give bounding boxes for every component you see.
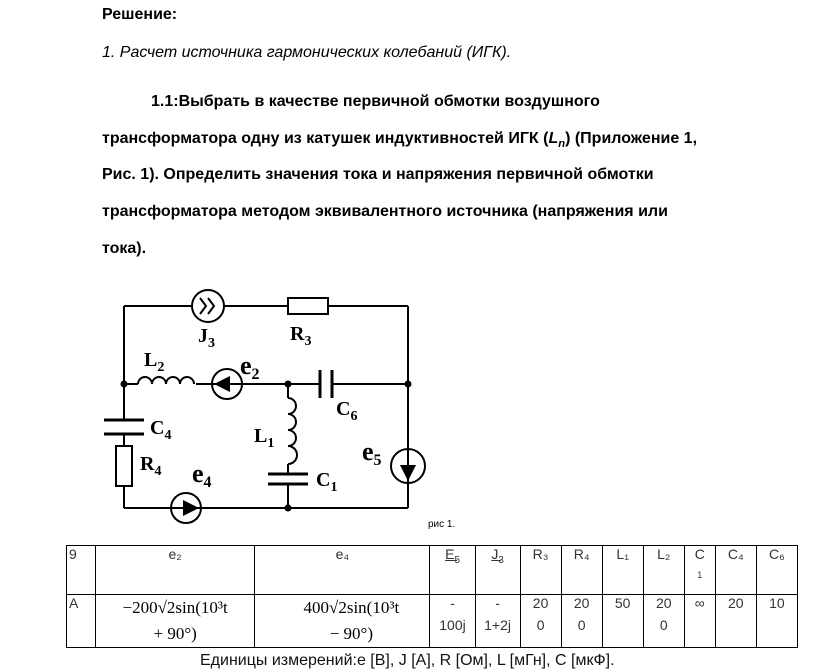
col-j3: J3 bbox=[474, 545, 521, 595]
label-c6: C6 bbox=[336, 398, 357, 424]
cell-e4: 400√2sin(10³t− 90°) bbox=[254, 594, 431, 648]
task-line-2a: трансформатора одну из катушек индуктивн… bbox=[102, 130, 549, 147]
col-l2: L₂ bbox=[642, 545, 685, 595]
col-num: 9 bbox=[65, 545, 97, 595]
resistor-r3 bbox=[287, 297, 329, 315]
col-e4: e₄ bbox=[254, 545, 431, 595]
label-l2: L2 bbox=[144, 349, 164, 375]
inductor-l2 bbox=[137, 376, 195, 385]
inductor-l1 bbox=[287, 397, 298, 465]
section-title: 1. Расчет источника гармонических колеба… bbox=[102, 44, 512, 61]
cell-l1: 50 bbox=[601, 594, 644, 648]
col-e5: E5 bbox=[429, 545, 476, 595]
col-l1: L₁ bbox=[601, 545, 644, 595]
cell-e5: -100j bbox=[429, 594, 476, 648]
voltage-source-e2 bbox=[211, 368, 243, 400]
label-e2: e2 bbox=[240, 351, 260, 383]
table-row: A −200√2sin(10³t+ 90°) 400√2sin(10³t− 90… bbox=[65, 594, 799, 648]
task-line-1: 1.1:Выбрать в качестве первичной обмотки… bbox=[151, 93, 600, 110]
units-note: Единицы измерений:e [В], J [А], R [Ом], … bbox=[200, 652, 615, 669]
label-c4: C4 bbox=[150, 417, 171, 443]
circuit-diagram: J3 R3 L2 e2 C6 C4 L1 e5 R4 e4 C1 bbox=[104, 289, 426, 524]
task-symbol: L bbox=[548, 130, 559, 147]
label-c1: C1 bbox=[316, 469, 337, 495]
col-e2: e₂ bbox=[95, 545, 256, 595]
cell-letter: A bbox=[65, 594, 97, 648]
col-c4: C₄ bbox=[714, 545, 757, 595]
cell-c1: ∞ bbox=[683, 594, 716, 648]
figure-caption: рис 1. bbox=[428, 519, 456, 530]
task-line-2b: ) (Приложение 1, bbox=[565, 130, 698, 147]
current-source-j3 bbox=[191, 289, 225, 323]
voltage-source-e4 bbox=[170, 492, 202, 524]
col-c6: C₆ bbox=[755, 545, 799, 595]
task-line-4: трансформатора методом эквивалентного ис… bbox=[102, 203, 668, 220]
label-r4: R4 bbox=[140, 453, 161, 479]
resistor-r4 bbox=[115, 445, 133, 487]
capacitor-c4 bbox=[104, 418, 144, 436]
task-line-3: Рис. 1). Определить значения тока и напр… bbox=[102, 166, 654, 183]
capacitor-c1 bbox=[268, 472, 308, 486]
heading: Решение: bbox=[102, 6, 178, 23]
cell-c4: 20 bbox=[714, 594, 757, 648]
cell-j3: -1+2j bbox=[474, 594, 521, 648]
label-j3: J3 bbox=[198, 325, 215, 351]
label-r3: R3 bbox=[290, 323, 311, 349]
task-line-2: трансформатора одну из катушек индуктивн… bbox=[102, 130, 697, 150]
capacitor-c6 bbox=[318, 370, 334, 398]
cell-e2: −200√2sin(10³t+ 90°) bbox=[95, 594, 256, 648]
col-r3: R₃ bbox=[519, 545, 562, 595]
label-l1: L1 bbox=[254, 425, 274, 451]
voltage-source-e5 bbox=[390, 448, 426, 484]
task-symbol-sub: n bbox=[558, 138, 566, 151]
col-r4: R₄ bbox=[560, 545, 603, 595]
cell-c6: 10 bbox=[755, 594, 799, 648]
label-e5: e5 bbox=[362, 437, 382, 469]
label-e4: e4 bbox=[192, 459, 212, 491]
task-line-5: тока). bbox=[102, 240, 147, 257]
